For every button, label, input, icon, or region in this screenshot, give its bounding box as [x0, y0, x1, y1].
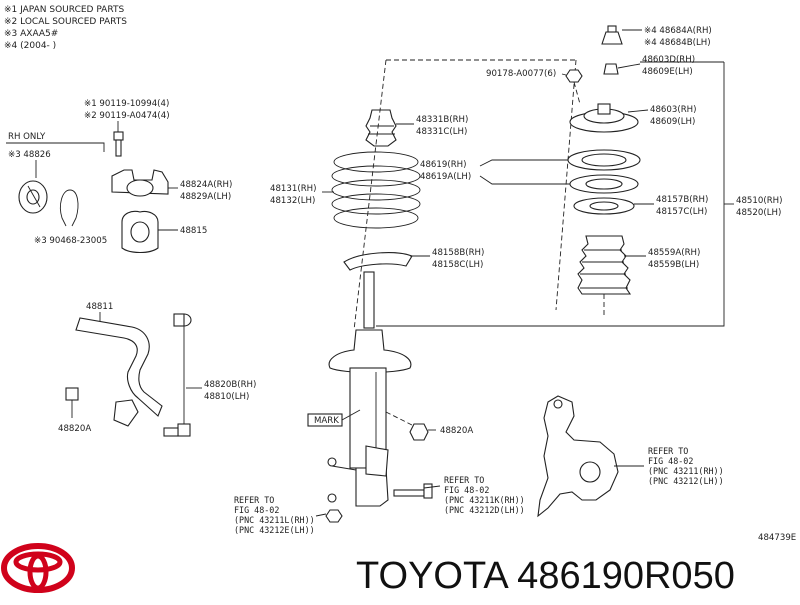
nut-48820a-right — [409, 423, 429, 441]
label-48603d: 48603D(RH) — [642, 55, 695, 65]
ref-bolt-line-3: (PNC 43211K(RH)) — [444, 495, 525, 505]
ref-knuckle-line-1: REFER TO — [648, 446, 688, 456]
stabilizer-link-48820b — [163, 313, 192, 437]
label-48158b: 48158B(RH) — [432, 248, 484, 258]
label-48559a: 48559A(RH) — [648, 248, 700, 258]
label-90468: ※3 90468-23005 — [34, 236, 107, 246]
bellows-48559a — [577, 235, 632, 295]
note-japan-sourced: ※1 JAPAN SOURCED PARTS — [4, 5, 124, 15]
toyota-logo-icon — [1, 543, 75, 593]
assembly-dash-right — [555, 59, 577, 311]
rh-only-label: RH ONLY — [8, 132, 46, 142]
label-bolt-90119-10994: ※1 90119-10994(4) — [84, 99, 169, 109]
label-48811: 48811 — [86, 302, 113, 312]
leader-48619-upper — [479, 159, 578, 167]
ref-bolt-line-4: (PNC 43212D(LH)) — [444, 505, 525, 515]
leader-48603 — [627, 109, 649, 113]
label-48829a: 48829A(LH) — [180, 192, 231, 202]
washer-48826 — [18, 180, 48, 214]
label-48609e: 48609E(LH) — [642, 67, 693, 77]
bump-stopper-48331b — [365, 109, 397, 147]
bushing-48815 — [121, 210, 159, 254]
strut-nut — [325, 509, 343, 523]
ref-nut-line-2: FIG 48-02 — [234, 505, 279, 515]
bracket-48824a — [111, 169, 169, 197]
ref-knuckle-line-2: FIG 48-02 — [648, 456, 693, 466]
leader-bolt-ref — [423, 485, 441, 489]
label-90178: 90178-A0077(6) — [486, 69, 556, 79]
label-bolt-90119-a0474: ※2 90119-A0474(4) — [84, 111, 170, 121]
cap-48603d — [603, 63, 619, 75]
mark-callout: MARK — [307, 409, 361, 427]
label-48826: ※3 48826 — [8, 150, 51, 160]
assembly-dash-left — [353, 59, 387, 331]
label-48820b: 48820B(RH) — [204, 380, 256, 390]
brand-part-number: TOYOTA 486190R050 — [356, 555, 735, 597]
ref-knuckle-line-4: (PNC 43212(LH)) — [648, 476, 724, 486]
label-48820a-right: 48820A — [440, 426, 473, 436]
label-48158c: 48158C(LH) — [432, 260, 483, 270]
ref-nut-line-4: (PNC 43212E(LH)) — [234, 525, 315, 535]
nut-90178 — [565, 69, 583, 83]
note-2004: ※4 (2004- ) — [4, 41, 56, 51]
strut-bolt — [393, 483, 433, 499]
label-48824a: 48824A(RH) — [180, 180, 232, 190]
nut-48820a-left — [65, 387, 79, 401]
note-local-sourced: ※2 LOCAL SOURCED PARTS — [4, 17, 127, 27]
leader-90178-dash — [573, 81, 581, 105]
label-48619a: 48619A(LH) — [420, 172, 471, 182]
label-48609: 48609(LH) — [650, 117, 695, 127]
knuckle-hub-hole — [579, 461, 601, 483]
bolt-90119 — [113, 131, 124, 157]
stabilizer-end-bushing — [113, 399, 139, 427]
mark-label: MARK — [314, 416, 339, 426]
label-48820a-left: 48820A — [58, 424, 91, 434]
clip-90468 — [59, 189, 79, 227]
label-48559b: 48559B(LH) — [648, 260, 699, 270]
label-48510: 48510(RH) — [736, 196, 782, 206]
diagram-code: 484739E — [758, 533, 796, 543]
label-48157b: 48157B(RH) — [656, 195, 708, 205]
suspension-support-48603 — [569, 103, 639, 133]
label-48619: 48619(RH) — [420, 160, 466, 170]
bearing-48157b-inner — [589, 201, 619, 211]
label-48520: 48520(LH) — [736, 208, 781, 218]
note-axaa5: ※3 AXAA5# — [4, 29, 58, 39]
leader-90178 — [561, 73, 567, 76]
spring-insulator-inner — [585, 178, 623, 190]
shock-absorber-strut — [327, 271, 412, 507]
lower-insulator-48158b — [343, 252, 413, 271]
label-48331c: 48331C(LH) — [416, 127, 467, 137]
label-48603: 48603(RH) — [650, 105, 696, 115]
steering-knuckle — [537, 395, 619, 518]
label-48684b: ※4 48684B(LH) — [644, 38, 711, 48]
label-48331b: 48331B(RH) — [416, 115, 468, 125]
dust-cap-48684a — [601, 25, 623, 45]
label-48684a: ※4 48684A(RH) — [644, 26, 712, 36]
ref-nut-line-1: REFER TO — [234, 495, 274, 505]
label-48157c: 48157C(LH) — [656, 207, 707, 217]
spring-seat-upper-inner — [581, 153, 627, 167]
coil-spring-48131 — [331, 151, 421, 229]
label-48132: 48132(LH) — [270, 196, 315, 206]
assembly-bracket-48510 — [376, 62, 725, 327]
label-48131: 48131(RH) — [270, 184, 316, 194]
leader-48603d — [617, 63, 641, 69]
ref-knuckle-line-3: (PNC 43211(RH)) — [648, 466, 724, 476]
leader-48619-lower — [479, 175, 578, 185]
label-48810: 48810(LH) — [204, 392, 249, 402]
leader-nut-ref — [315, 513, 327, 517]
label-48815: 48815 — [180, 226, 207, 236]
ref-bolt-line-2: FIG 48-02 — [444, 485, 489, 495]
ref-nut-line-3: (PNC 43211L(RH)) — [234, 515, 315, 525]
nut-48820a-dash — [385, 411, 415, 427]
rh-only-bracket — [6, 142, 105, 152]
knuckle-top-hole — [553, 399, 563, 409]
ref-bolt-line-1: REFER TO — [444, 475, 484, 485]
stabilizer-bar-48811 — [75, 317, 163, 417]
